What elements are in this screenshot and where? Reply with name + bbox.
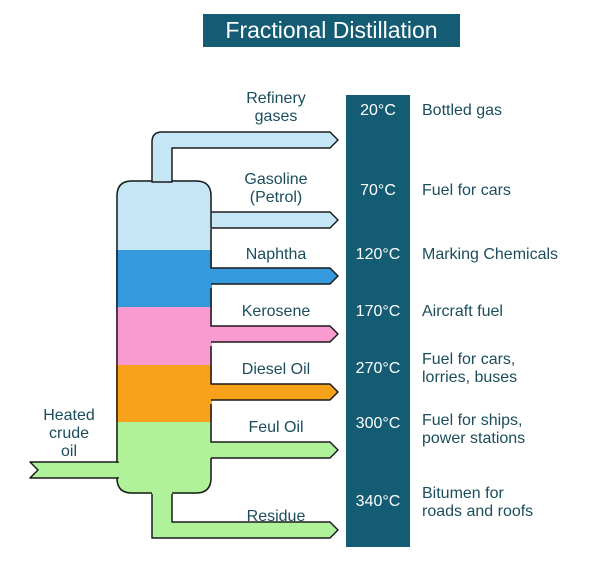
fraction-name-gasoline-2: (Petrol) — [250, 189, 302, 206]
fractionating-tower — [116, 180, 212, 494]
use-residue-1: Bitumen for — [422, 485, 504, 502]
input-label-line1: Heated — [43, 407, 95, 424]
fraction-name-residue: Residue — [247, 508, 306, 525]
use-naphtha: Marking Chemicals — [422, 246, 558, 263]
use-fuel-oil-1: Fuel for ships, — [422, 412, 522, 429]
fraction-name-gasoline-1: Gasoline — [244, 171, 307, 188]
gasoline-pipe — [210, 203, 339, 229]
temperature-column — [346, 95, 410, 547]
tower-outline — [116, 180, 212, 494]
fuel-oil-pipe — [211, 404, 338, 458]
fraction-name-refinery-gases-2: gases — [255, 108, 298, 125]
fraction-name-refinery-gases-1: Refinery — [246, 90, 306, 107]
refinery-gases-pipe — [151, 131, 339, 183]
diagram-title: Fractional Distillation — [203, 14, 460, 47]
fraction-name-fuel-oil: Feul Oil — [248, 419, 303, 436]
temp-residue: 340°C — [356, 493, 401, 510]
fraction-name-naphtha: Naphtha — [246, 246, 307, 263]
outlet-pipes — [151, 131, 339, 459]
naphtha-pipe — [211, 229, 338, 284]
crude-oil-inlet — [29, 461, 119, 479]
kerosene-pipe — [211, 288, 338, 342]
use-gasoline: Fuel for cars — [422, 182, 511, 199]
use-fuel-oil-2: power stations — [422, 430, 525, 447]
fraction-name-kerosene: Kerosene — [242, 303, 311, 320]
band-diesel — [116, 365, 212, 422]
temp-naphtha: 120°C — [356, 246, 401, 263]
input-label-line2: crude — [49, 425, 89, 442]
band-residue — [116, 422, 212, 494]
use-residue-2: roads and roofs — [422, 503, 533, 520]
band-gasoline — [116, 180, 212, 250]
temp-kerosene: 170°C — [356, 303, 401, 320]
use-kerosene: Aircraft fuel — [422, 303, 503, 320]
use-refinery-gases: Bottled gas — [422, 102, 502, 119]
band-kerosene — [116, 307, 212, 365]
use-diesel-1: Fuel for cars, — [422, 351, 515, 368]
temp-fuel-oil: 300°C — [356, 415, 401, 432]
temp-diesel: 270°C — [356, 360, 401, 377]
temp-gasoline: 70°C — [360, 182, 396, 199]
use-diesel-2: lorries, buses — [422, 369, 517, 386]
diesel-pipe — [211, 346, 338, 400]
band-naphtha — [116, 250, 212, 307]
fraction-name-diesel: Diesel Oil — [242, 361, 310, 378]
temp-refinery-gases: 20°C — [360, 102, 396, 119]
input-label-line3: oil — [61, 443, 77, 460]
